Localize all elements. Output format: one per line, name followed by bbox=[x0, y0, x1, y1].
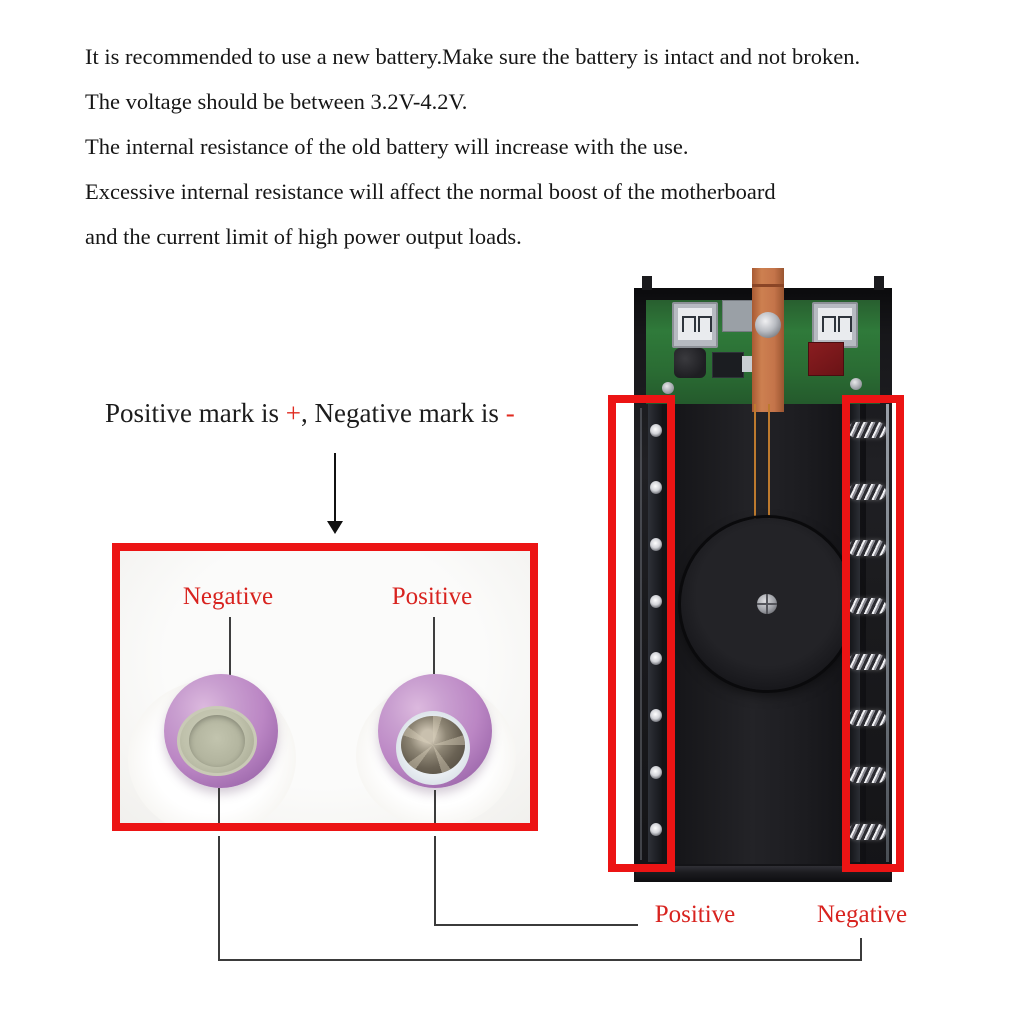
usb-port-right bbox=[812, 302, 858, 348]
positive-strip-highlight-box bbox=[608, 395, 675, 872]
spring-contact bbox=[848, 654, 886, 670]
usb-pin-icon bbox=[838, 316, 852, 332]
case-positive-label: Positive bbox=[654, 901, 736, 928]
case-bottom-wall bbox=[636, 866, 890, 882]
polarity-note-text-2: , Negative mark is bbox=[300, 398, 506, 428]
case-negative-label: Negative bbox=[816, 901, 908, 928]
negative-terminal-inner bbox=[189, 715, 245, 767]
plus-mark: + bbox=[285, 398, 301, 428]
minus-mark: - bbox=[505, 398, 515, 428]
polarity-note-text-1: Positive mark is bbox=[105, 398, 286, 428]
usb-pin-icon bbox=[698, 316, 712, 332]
usb-port-left bbox=[672, 302, 718, 348]
spring-contact bbox=[848, 824, 886, 840]
spring-contact bbox=[848, 710, 886, 726]
board-screw-left bbox=[662, 382, 674, 394]
negative-pointer-line bbox=[229, 617, 231, 677]
positive-terminal-cap bbox=[401, 716, 465, 774]
case-edge-highlight-left bbox=[640, 408, 642, 860]
negative-connector-horizontal bbox=[218, 959, 862, 961]
polarity-note: Positive mark is +, Negative mark is - bbox=[105, 398, 515, 429]
spring-contact bbox=[848, 598, 886, 614]
spring-contact bbox=[848, 422, 886, 438]
positive-connector-horizontal bbox=[434, 924, 638, 926]
instruction-line-4: Excessive internal resistance will affec… bbox=[85, 179, 776, 204]
down-arrow-stem bbox=[334, 453, 336, 523]
negative-strip-highlight-box bbox=[842, 395, 904, 872]
instruction-line-2: The voltage should be between 3.2V-4.2V. bbox=[85, 89, 468, 114]
spring-contact bbox=[848, 484, 886, 500]
coil-wire bbox=[754, 404, 756, 522]
flat-contact bbox=[650, 538, 662, 551]
instruction-line-5: and the current limit of high power outp… bbox=[85, 224, 522, 249]
charging-port bbox=[722, 300, 754, 332]
flat-contact bbox=[650, 709, 662, 722]
usb-port-right-inner bbox=[818, 308, 852, 340]
flat-contact bbox=[650, 481, 662, 494]
flat-contact bbox=[650, 424, 662, 437]
flat-contact bbox=[650, 595, 662, 608]
board-screw-right bbox=[850, 378, 862, 390]
instruction-line-1: It is recommended to use a new battery.M… bbox=[85, 44, 861, 69]
case-edge-highlight-right bbox=[886, 404, 889, 862]
usb-port-left-inner bbox=[678, 308, 712, 340]
coil-center-screw bbox=[757, 594, 777, 614]
closeup-positive-label: Positive bbox=[391, 583, 473, 610]
down-arrow-icon bbox=[327, 521, 343, 534]
instruction-line-3: The internal resistance of the old batte… bbox=[85, 134, 689, 159]
battery-terminals-closeup-box: Negative Positive bbox=[112, 543, 538, 831]
contact-rail-right bbox=[850, 404, 860, 862]
copper-strap bbox=[752, 268, 784, 412]
ic-chip bbox=[712, 352, 744, 378]
coil-wire bbox=[768, 404, 770, 522]
flat-contact bbox=[650, 652, 662, 665]
usb-pin-icon bbox=[822, 316, 836, 332]
negative-connector-riser bbox=[860, 938, 862, 961]
positive-connector-vertical bbox=[434, 836, 436, 926]
negative-connector-vertical bbox=[218, 836, 220, 961]
strap-button bbox=[755, 312, 781, 338]
case-tab-left bbox=[642, 276, 652, 290]
spring-contact bbox=[848, 540, 886, 556]
red-component bbox=[808, 342, 844, 376]
negative-connector-inside-box bbox=[218, 788, 220, 823]
contact-rail-left bbox=[648, 404, 662, 862]
positive-connector-inside-box bbox=[434, 790, 436, 823]
positive-pointer-line bbox=[433, 617, 435, 674]
flat-contact bbox=[650, 766, 662, 779]
flat-contact bbox=[650, 823, 662, 836]
spring-contact bbox=[848, 767, 886, 783]
usb-pin-icon bbox=[682, 316, 696, 332]
closeup-negative-label: Negative bbox=[182, 583, 274, 610]
instruction-paragraph: It is recommended to use a new battery.M… bbox=[85, 34, 990, 259]
inductor-component bbox=[674, 348, 706, 378]
case-tab-right bbox=[874, 276, 884, 290]
